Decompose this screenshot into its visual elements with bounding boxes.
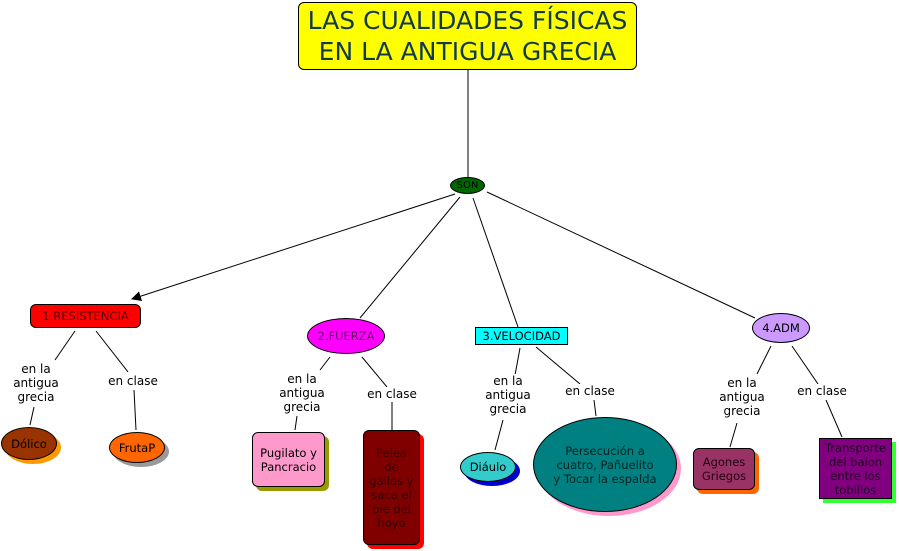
son-node[interactable]: SON [450,177,485,194]
frutap-node[interactable]: FrutaP [109,432,165,463]
transporte-node[interactable]: Transporte del balon entre los tobillos [819,438,892,499]
diaulo-node[interactable]: Diáulo [460,452,516,482]
fuerza-node[interactable]: 2.FUERZA [307,318,385,354]
link-class-adm: en clase [797,384,847,398]
line-son-fuerza [359,196,461,319]
pelea-node[interactable]: Pelea de gallos y saca el pie del hoyo [363,430,420,545]
title-line-2: EN LA ANTIGUA GRECIA [318,37,617,66]
pugilato-node[interactable]: Pugilato y Pancracio [252,432,325,487]
link-ancient-fuerza: en la antigua grecia [272,372,332,414]
line-son-velocidad [472,197,519,328]
link-class-fuerza: en clase [367,387,417,401]
adm-node[interactable]: 4.ADM [752,313,810,343]
line-son-adm [486,191,756,319]
persecucion-node[interactable]: Persecución a cuatro, Pañuelito y Tocar … [533,417,677,512]
resistencia-node[interactable]: 1.RESISTENCIA [30,304,141,328]
line-son-resistencia [131,193,456,301]
dolico-node[interactable]: Dólico [1,427,57,460]
title-line-1: LAS CUALIDADES FÍSICAS [307,6,628,35]
link-ancient-adm: en la antigua grecia [712,376,772,418]
velocidad-node[interactable]: 3.VELOCIDAD [475,327,568,345]
link-ancient-resistencia: en la antigua grecia [6,362,66,404]
agones-node[interactable]: Agones Griegos [693,448,755,490]
link-ancient-velocidad: en la antigua grecia [478,374,538,416]
link-class-resistencia: en clase [108,374,158,388]
link-class-velocidad: en clase [565,384,615,398]
